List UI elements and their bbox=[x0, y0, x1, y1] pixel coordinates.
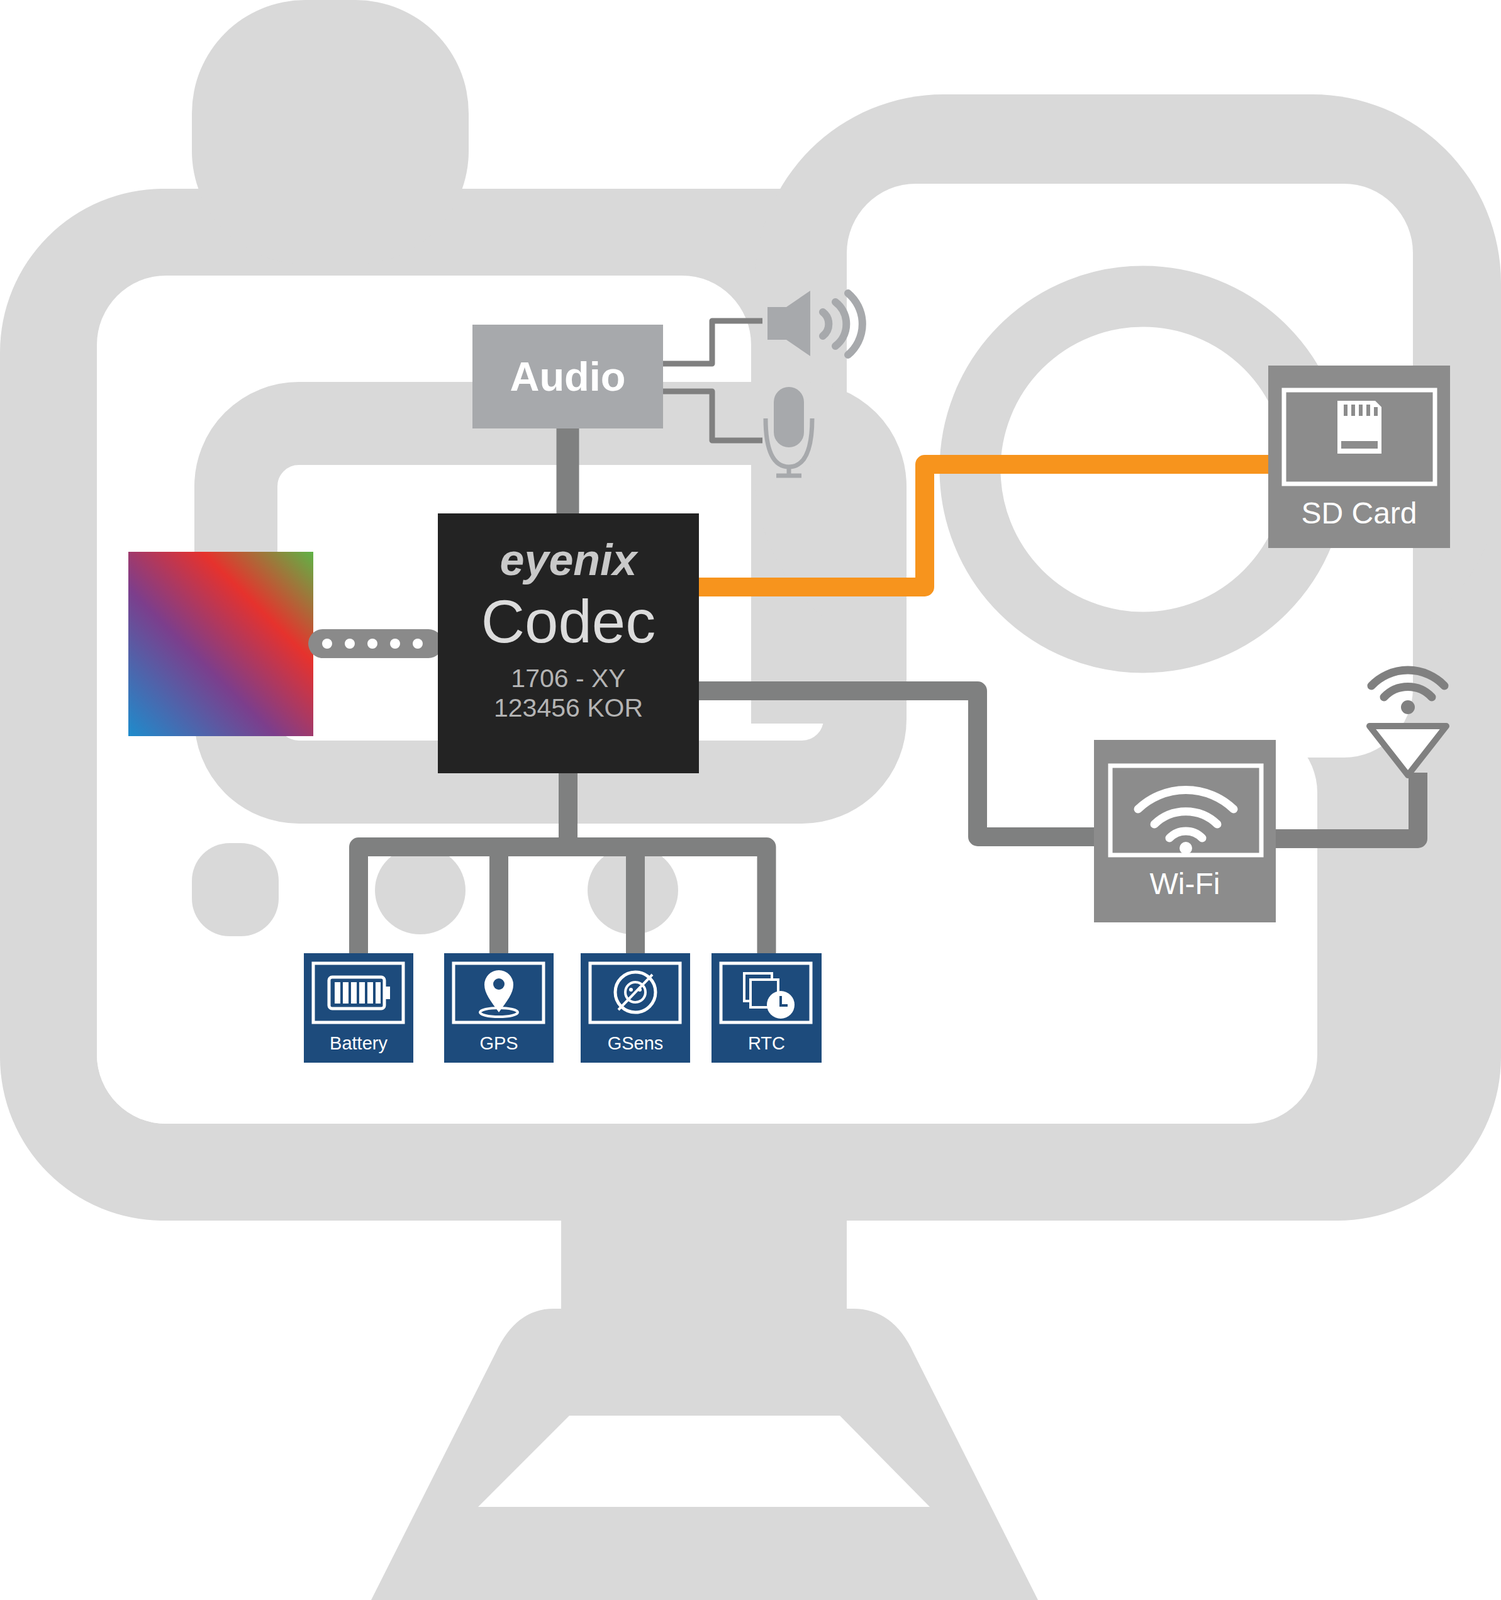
stand-neck bbox=[561, 1188, 847, 1328]
audio-wires bbox=[663, 320, 763, 441]
chip-name: Codec bbox=[481, 588, 657, 655]
block-label: GPS bbox=[479, 1033, 518, 1054]
battery-block: Battery bbox=[303, 953, 414, 1063]
gps-block: GPS bbox=[444, 953, 554, 1063]
signal-wire bbox=[556, 428, 580, 514]
block-label: Audio bbox=[509, 354, 626, 400]
stand-base bbox=[371, 1308, 1038, 1600]
antenna-symbol bbox=[1275, 669, 1447, 839]
signal-wire bbox=[498, 773, 569, 954]
signal-wire bbox=[698, 690, 1094, 837]
microphone-symbol bbox=[765, 386, 813, 476]
stand-hole bbox=[478, 1415, 930, 1507]
block-label: Battery bbox=[329, 1033, 388, 1054]
image-sensor bbox=[128, 551, 314, 737]
signal-wire bbox=[568, 773, 636, 954]
wifi-block: Wi-Fi bbox=[1093, 739, 1276, 923]
block-label: GSens bbox=[607, 1033, 664, 1054]
camera-top-button bbox=[191, 0, 469, 265]
brand-logo: eyenix bbox=[500, 535, 638, 585]
audio-block: Audio bbox=[472, 324, 664, 429]
sensor-bus-dots bbox=[322, 638, 423, 649]
codec-chip: eyenixCodec 1706 - XY 123456 KOR bbox=[437, 513, 699, 774]
gsens-block: GSens bbox=[580, 953, 691, 1063]
block-label: RTC bbox=[747, 1033, 786, 1054]
data-bus-orange bbox=[698, 464, 1269, 587]
block-label: Wi-Fi bbox=[1149, 867, 1221, 901]
sensor-bus bbox=[308, 629, 443, 659]
camera-button bbox=[374, 846, 466, 935]
camera-button bbox=[191, 842, 279, 937]
viewfinder-frame bbox=[235, 423, 865, 782]
signal-wire bbox=[568, 773, 767, 954]
block-label: SD Card bbox=[1300, 496, 1417, 531]
chip-marking: 1706 - XY 123456 KOR bbox=[483, 663, 654, 723]
rtc-block: RTC bbox=[711, 953, 822, 1063]
signal-wire bbox=[358, 773, 569, 954]
speaker-symbol bbox=[767, 290, 863, 357]
sd-card-block: SD Card bbox=[1268, 365, 1451, 548]
